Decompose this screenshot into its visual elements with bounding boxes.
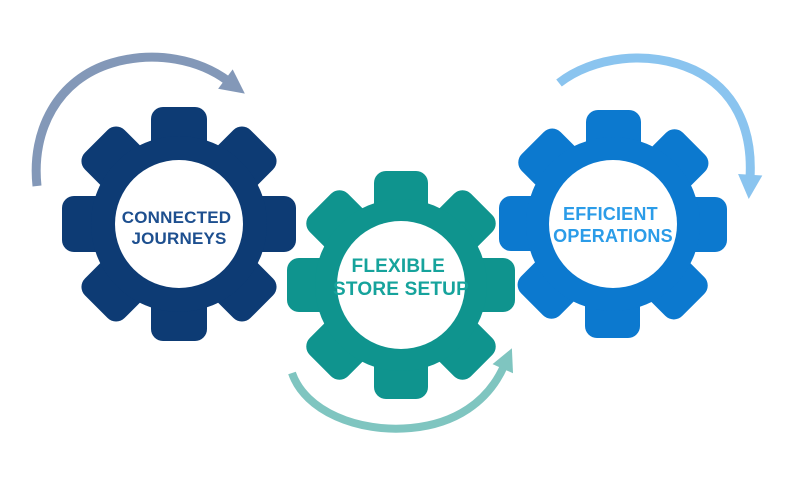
gear-label: EFFICIENT OPERATIONS [553,204,673,246]
gear-efficient-operations: EFFICIENT OPERATIONS [499,110,727,338]
gear-label-line: CONNECTED [122,208,231,227]
gear-label-line: STORE SETUP [333,279,469,300]
gear-center [115,160,243,288]
gear-label-line: OPERATIONS [553,226,673,246]
gear-label-line: JOURNEYS [131,229,226,248]
gear-label: FLEXIBLE STORE SETUP [333,256,469,300]
gear-label: CONNECTED JOURNEYS [122,208,236,248]
curved-arrow-top-left-icon [31,52,245,187]
gear-center [549,160,677,288]
curved-arrow-top-right-icon [556,53,763,200]
curved-arrow-bottom-center-icon [288,348,514,433]
gear-label-line: FLEXIBLE [352,256,445,277]
gear-label-line: EFFICIENT [563,204,658,224]
gear-center [337,221,465,349]
gear-connected-journeys: CONNECTED JOURNEYS [62,107,296,341]
gear-flexible-store-setup: FLEXIBLE STORE SETUP [287,171,515,399]
